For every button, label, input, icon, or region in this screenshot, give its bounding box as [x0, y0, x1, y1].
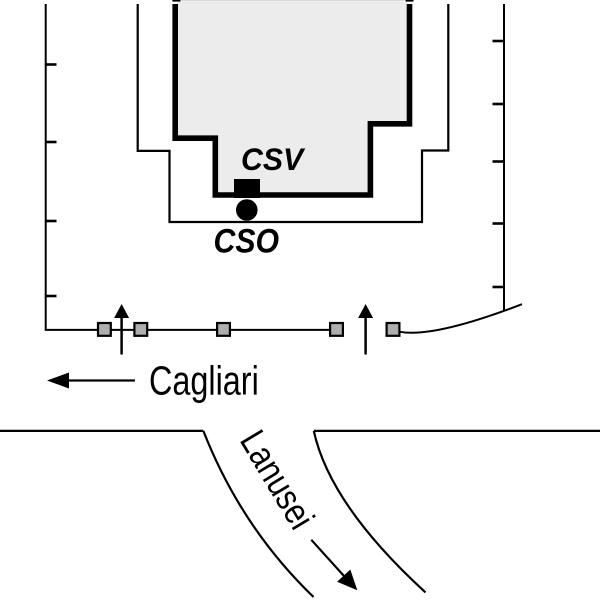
svg-text:Cagliari: Cagliari	[149, 358, 259, 403]
svg-text:CSV: CSV	[241, 141, 306, 177]
svg-text:CSO: CSO	[214, 222, 280, 260]
